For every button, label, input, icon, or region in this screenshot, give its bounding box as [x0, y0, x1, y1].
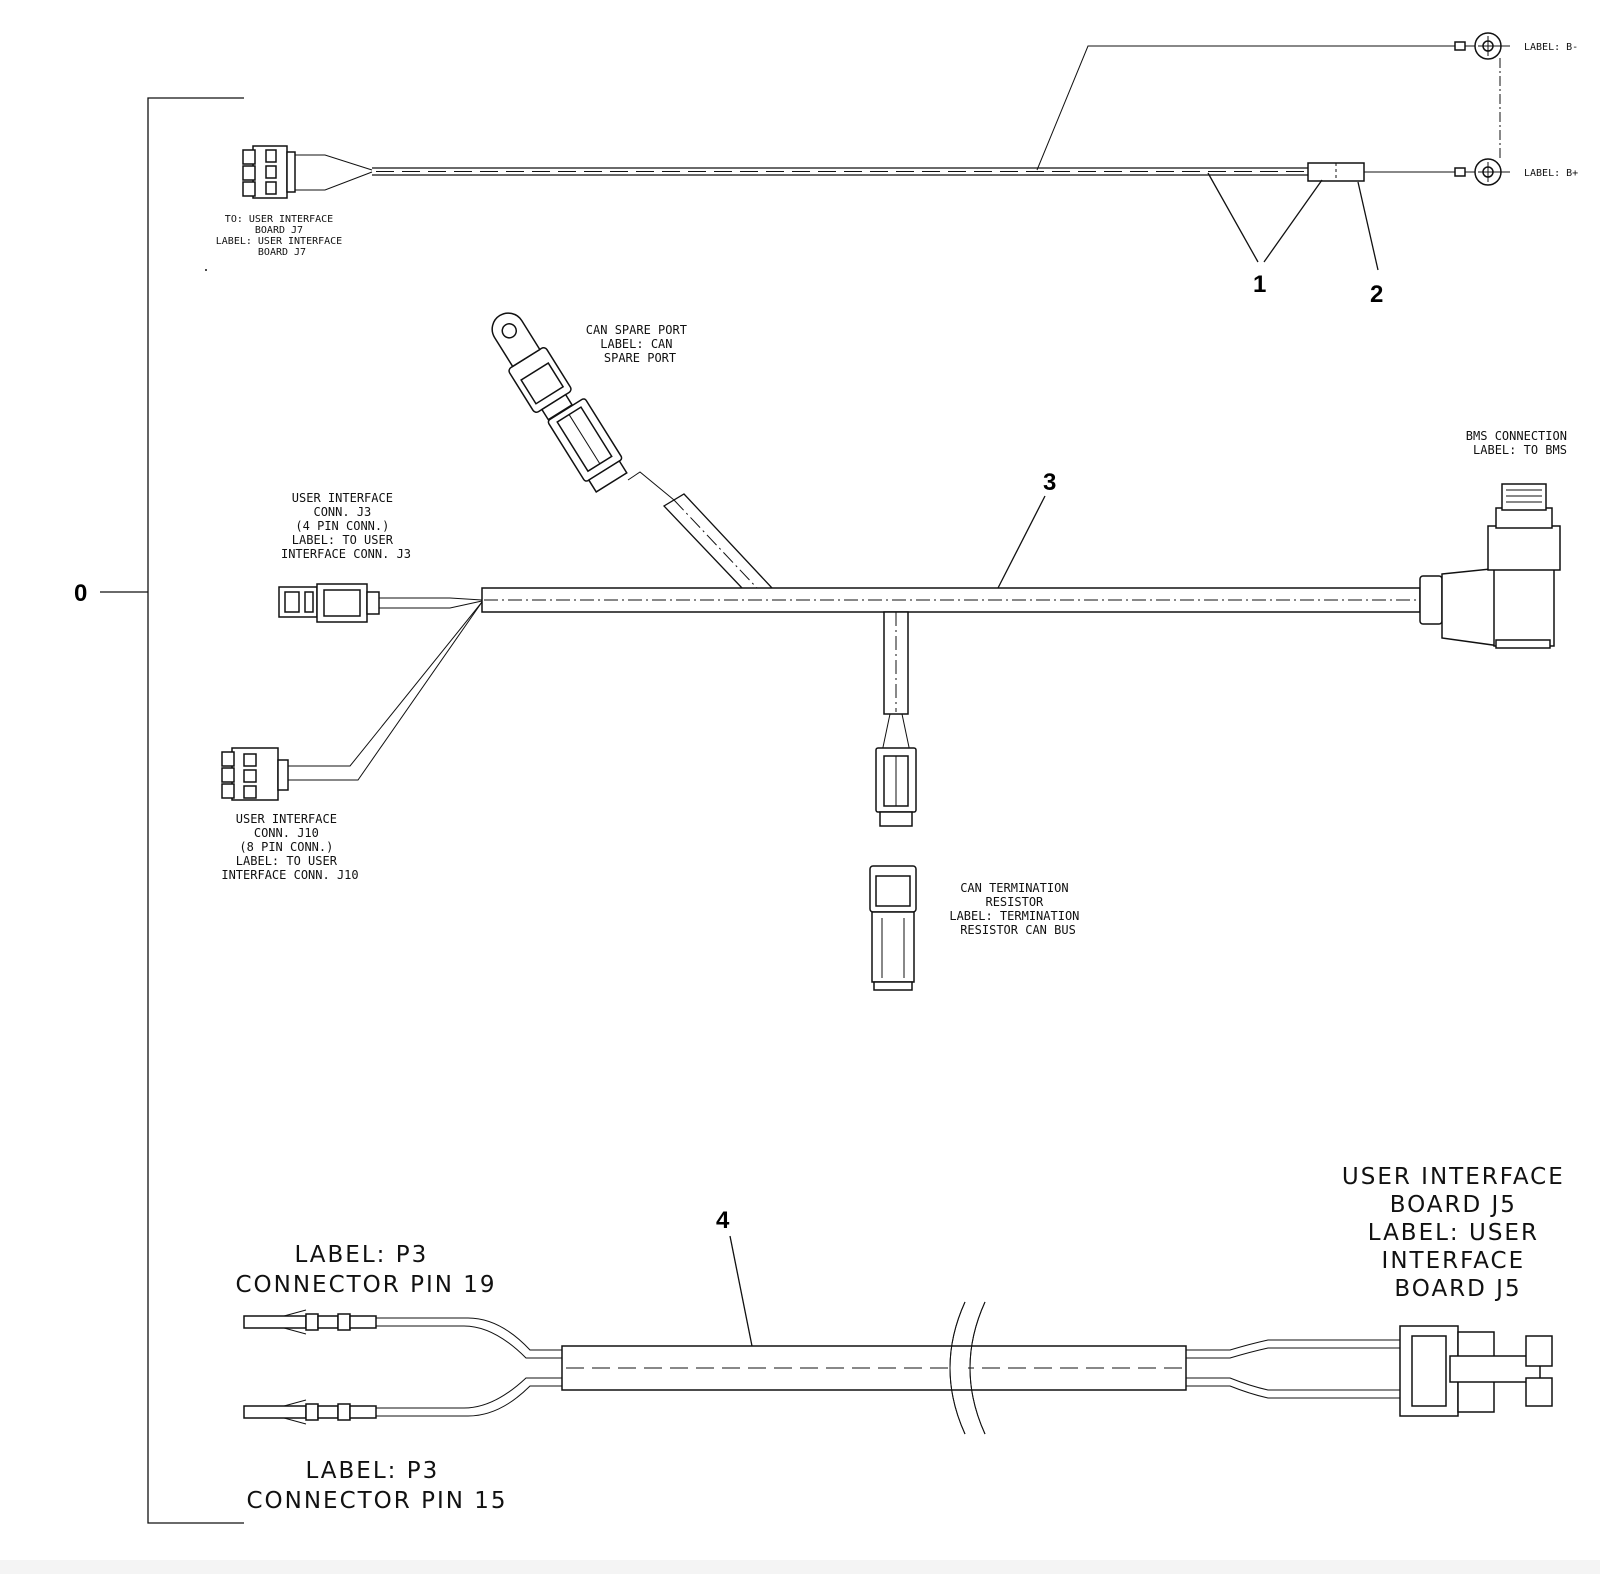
- callout-3: 3: [1043, 469, 1056, 496]
- can-termination-plug: [875, 747, 917, 827]
- callout-0: 0: [74, 580, 87, 607]
- label-can-spare-port: CAN SPARE PORT LABEL: CAN SPARE PORT: [586, 323, 694, 365]
- ui-conn-j10: [221, 747, 289, 801]
- label-b-plus: LABEL: B+: [1524, 168, 1578, 179]
- can-harness: CAN SPARE PORT LABEL: CAN SPARE PORT 3 B…: [221, 312, 1574, 991]
- label-ui-conn-j3: USER INTERFACE CONN. J3 (4 PIN CONN.) LA…: [281, 491, 411, 561]
- label-uib-j7: TO: USER INTERFACE BOARD J7 LABEL: USER …: [216, 214, 348, 258]
- label-p3-pin-15: LABEL: P3 CONNECTOR PIN 15: [246, 1458, 507, 1514]
- label-ui-conn-j10: USER INTERFACE CONN. J10 (8 PIN CONN.) L…: [221, 812, 358, 882]
- can-spare-port-connector: [547, 398, 628, 493]
- pin-15-terminal: [243, 1399, 377, 1425]
- uib-j7-connector: [242, 145, 296, 199]
- label-p3-pin-19: LABEL: P3 CONNECTOR PIN 19: [235, 1242, 496, 1298]
- ring-terminal-b-minus: LABEL: B-: [1454, 32, 1578, 60]
- assembly-bracket: 0: [74, 97, 244, 1524]
- callout-4: 4: [716, 1207, 730, 1234]
- pin-19-terminal: [243, 1309, 377, 1335]
- label-b-minus: LABEL: B-: [1524, 42, 1578, 53]
- can-termination-resistor: [869, 865, 917, 991]
- uib-j5-connector: [1399, 1325, 1553, 1417]
- ring-terminal-b-plus: LABEL: B+: [1454, 158, 1578, 186]
- label-uib-j5: USER INTERFACE BOARD J5 LABEL: USER INTE…: [1342, 1164, 1574, 1302]
- callout-1: 1: [1253, 271, 1266, 298]
- p3-pin-harness: 4 LABEL: P3 CONNECTOR PIN 19 LABEL: P3 C…: [235, 1164, 1574, 1514]
- callout-2: 2: [1370, 281, 1383, 308]
- can-spare-port-cap: [491, 312, 574, 421]
- label-bms-connection: BMS CONNECTION LABEL: TO BMS: [1466, 429, 1574, 457]
- battery-cable-harness: LABEL: B- LABEL: B+ 1 2 TO: USER INTERFA…: [205, 32, 1578, 308]
- bottom-edge-strip: [0, 1560, 1600, 1574]
- bms-connector: [1419, 483, 1561, 649]
- ui-conn-j3: [278, 583, 380, 623]
- label-can-termination: CAN TERMINATION RESISTOR LABEL: TERMINAT…: [949, 881, 1086, 937]
